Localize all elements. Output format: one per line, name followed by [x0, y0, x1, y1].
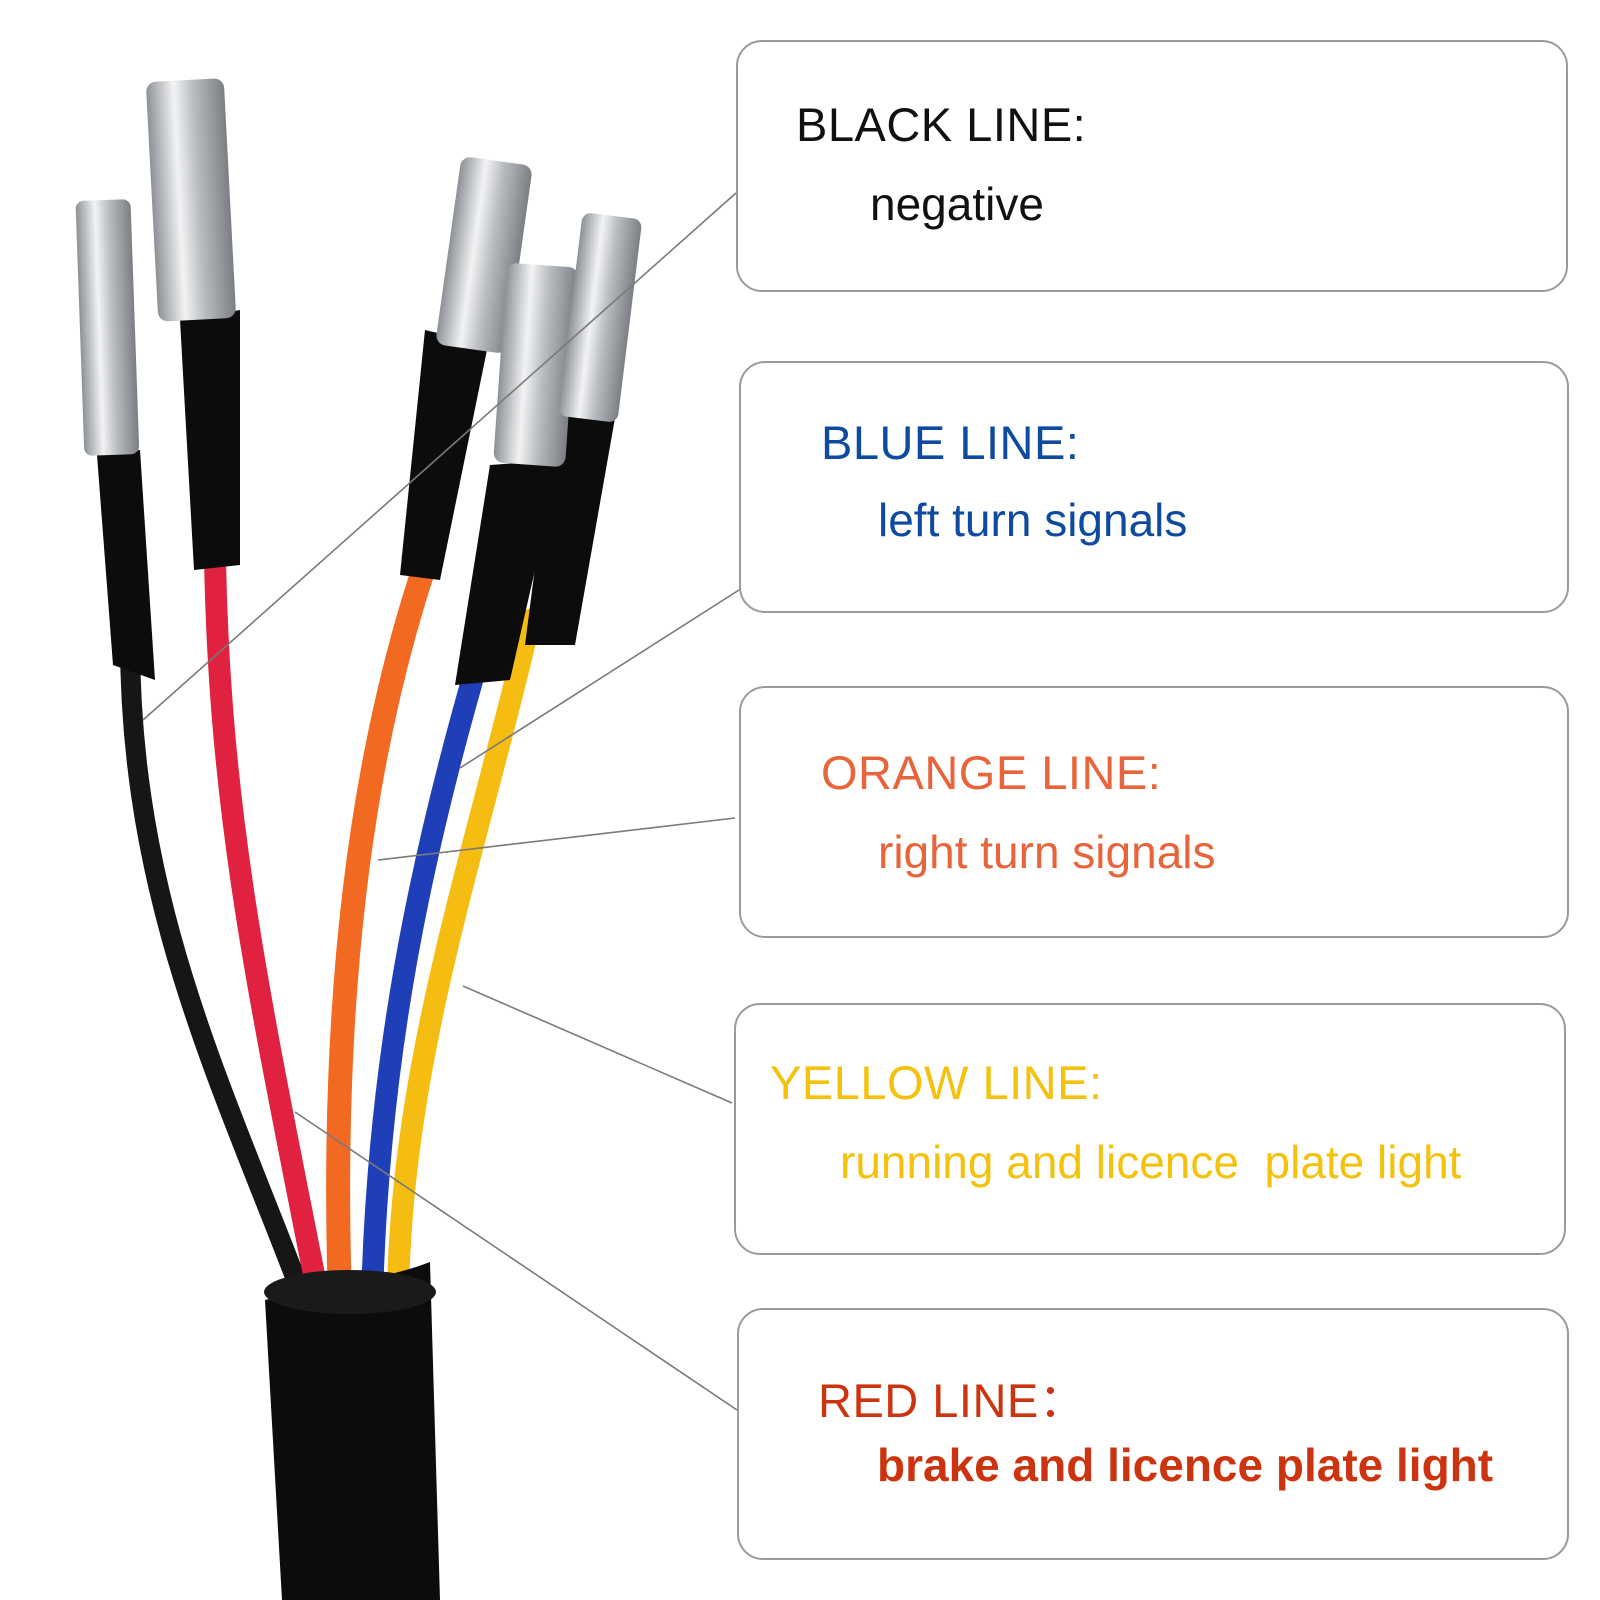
red-wire: [204, 549, 329, 1306]
blue-wire: [361, 649, 489, 1311]
blue-wire-sleeve: [455, 460, 560, 685]
yellow-wire: [387, 609, 541, 1311]
black-line-title: BLACK LINE:: [796, 98, 1087, 151]
red-line-card: RED LINE： brake and licence plate light: [737, 1308, 1569, 1560]
leader-line-blue: [459, 589, 740, 769]
cable-jacket: [265, 1262, 440, 1600]
black-wire-terminal: [75, 199, 140, 456]
blue-line-card: BLUE LINE: left turn signals: [739, 361, 1569, 613]
black-line-card: BLACK LINE: negative: [736, 40, 1568, 292]
orange-line-description: right turn signals: [878, 826, 1216, 878]
leader-line-black: [142, 192, 737, 721]
yellow-line-title: YELLOW LINE:: [770, 1056, 1103, 1109]
orange-line-card: ORANGE LINE: right turn signals: [739, 686, 1569, 938]
yellow-line-card: YELLOW LINE: running and licence plate l…: [734, 1003, 1566, 1255]
orange-line-title: ORANGE LINE:: [821, 746, 1162, 799]
black-wire-sleeve: [97, 450, 155, 680]
yellow-wire-sleeve: [525, 412, 615, 645]
leader-lines: [142, 192, 740, 1411]
orange-wire: [326, 553, 437, 1312]
leader-line-yellow: [462, 985, 733, 1104]
black-line-description: negative: [870, 178, 1044, 230]
red-line-title: RED LINE：: [818, 1374, 1087, 1427]
red-line-description: brake and licence plate light: [877, 1439, 1494, 1491]
cable-jacket-opening: [264, 1270, 436, 1314]
yellow-wire-terminal: [558, 213, 642, 422]
leader-line-orange: [377, 817, 736, 861]
red-wire-terminal: [146, 78, 236, 322]
black-wire: [120, 630, 310, 1300]
blue-line-title: BLUE LINE:: [821, 416, 1080, 469]
blue-line-description: left turn signals: [878, 494, 1188, 546]
yellow-line-description: running and licence plate light: [840, 1136, 1462, 1188]
red-wire-sleeve: [180, 310, 240, 570]
orange-wire-sleeve: [400, 330, 488, 580]
blue-wire-terminal: [493, 263, 579, 467]
leader-line-red: [294, 1111, 738, 1411]
